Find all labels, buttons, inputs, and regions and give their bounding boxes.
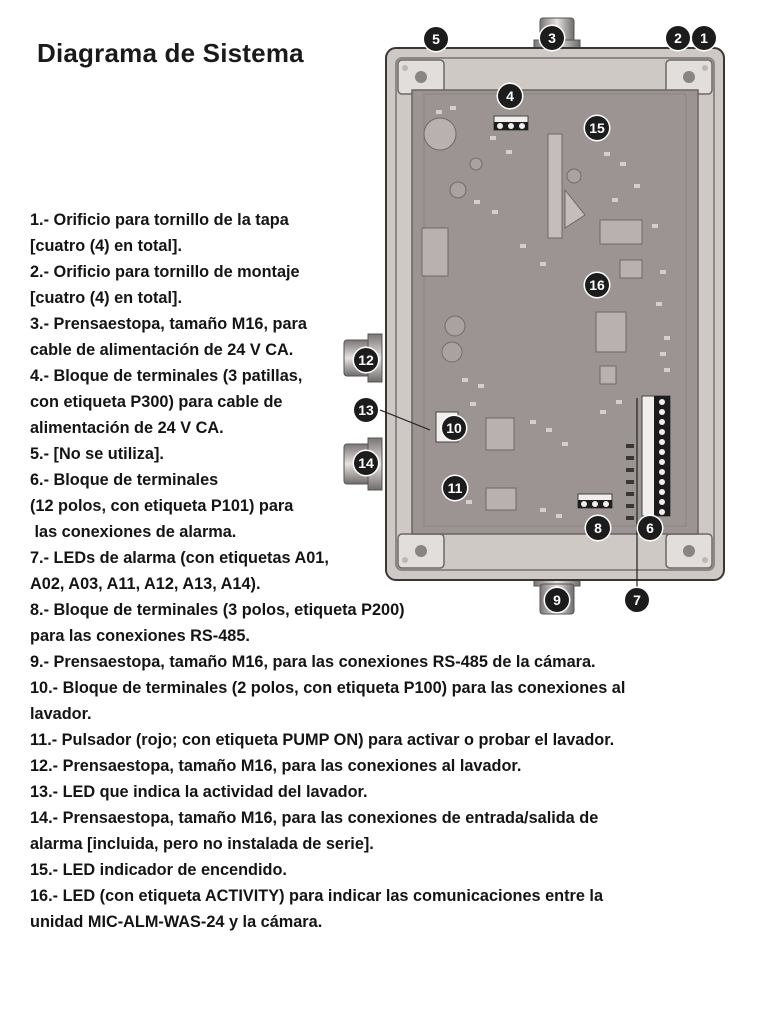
callout-13: 13 xyxy=(354,398,378,422)
description-line: 15.- LED indicador de encendido. xyxy=(30,861,287,879)
callout-2: 2 xyxy=(666,26,690,50)
description-line: 11.- Pulsador (rojo; con etiqueta PUMP O… xyxy=(30,731,615,749)
callout-14: 14 xyxy=(354,451,378,475)
description-line: 7.- LEDs de alarma (con etiquetas A01, xyxy=(30,549,329,567)
callout-4: 4 xyxy=(498,84,522,108)
callout-11: 11 xyxy=(443,476,467,500)
description-line: 5.- [No se utiliza]. xyxy=(30,445,164,463)
description-line: con etiqueta P300) para cable de xyxy=(30,393,283,411)
callout-9: 9 xyxy=(545,588,569,612)
callout-10: 10 xyxy=(442,416,466,440)
callout-15: 15 xyxy=(585,116,609,140)
callout-16: 16 xyxy=(585,273,609,297)
description-line: cable de alimentación de 24 V CA. xyxy=(30,341,294,359)
callout-8: 8 xyxy=(586,516,610,540)
description-line: 6.- Bloque de terminales xyxy=(30,471,219,489)
description-line: alimentación de 24 V CA. xyxy=(30,419,224,437)
system-diagram: 5 3 2 1 4 15 16 12 13 10 14 11 8 6 9 7 xyxy=(330,0,768,620)
description-line: 1.- Orificio para tornillo de la tapa xyxy=(30,211,289,229)
callout-1: 1 xyxy=(692,26,716,50)
description-line: 12.- Prensaestopa, tamaño M16, para las … xyxy=(30,757,522,775)
description-line: [cuatro (4) en total]. xyxy=(30,289,182,307)
description-line: 8.- Bloque de terminales (3 polos, etiqu… xyxy=(30,601,405,619)
description-line: alarma [incluida, pero no instalada de s… xyxy=(30,835,374,853)
description-line: A02, A03, A11, A12, A13, A14). xyxy=(30,575,261,593)
description-line: lavador. xyxy=(30,705,92,723)
description-line: 10.- Bloque de terminales (2 polos, con … xyxy=(30,679,626,697)
description-line: unidad MIC-ALM-WAS-24 y la cámara. xyxy=(30,913,323,931)
description-line: 9.- Prensaestopa, tamaño M16, para las c… xyxy=(30,653,596,671)
callout-12: 12 xyxy=(354,348,378,372)
description-line: 3.- Prensaestopa, tamaño M16, para xyxy=(30,315,307,333)
description-line: 2.- Orificio para tornillo de montaje xyxy=(30,263,300,281)
description-line: las conexiones de alarma. xyxy=(30,523,237,541)
page-title: Diagrama de Sistema xyxy=(37,38,304,68)
description-line: [cuatro (4) en total]. xyxy=(30,237,182,255)
description-line: para las conexiones RS-485. xyxy=(30,627,250,645)
callout-7: 7 xyxy=(625,588,649,612)
description-line: 14.- Prensaestopa, tamaño M16, para las … xyxy=(30,809,599,827)
callout-3: 3 xyxy=(540,26,564,50)
description-line: 4.- Bloque de terminales (3 patillas, xyxy=(30,367,303,385)
callout-6: 6 xyxy=(638,516,662,540)
description-line: 13.- LED que indica la actividad del lav… xyxy=(30,783,368,801)
description-line: (12 polos, con etiqueta P101) para xyxy=(30,497,294,515)
callout-5: 5 xyxy=(424,27,448,51)
board-illustration xyxy=(343,17,725,615)
description-line: 16.- LED (con etiqueta ACTIVITY) para in… xyxy=(30,887,604,905)
